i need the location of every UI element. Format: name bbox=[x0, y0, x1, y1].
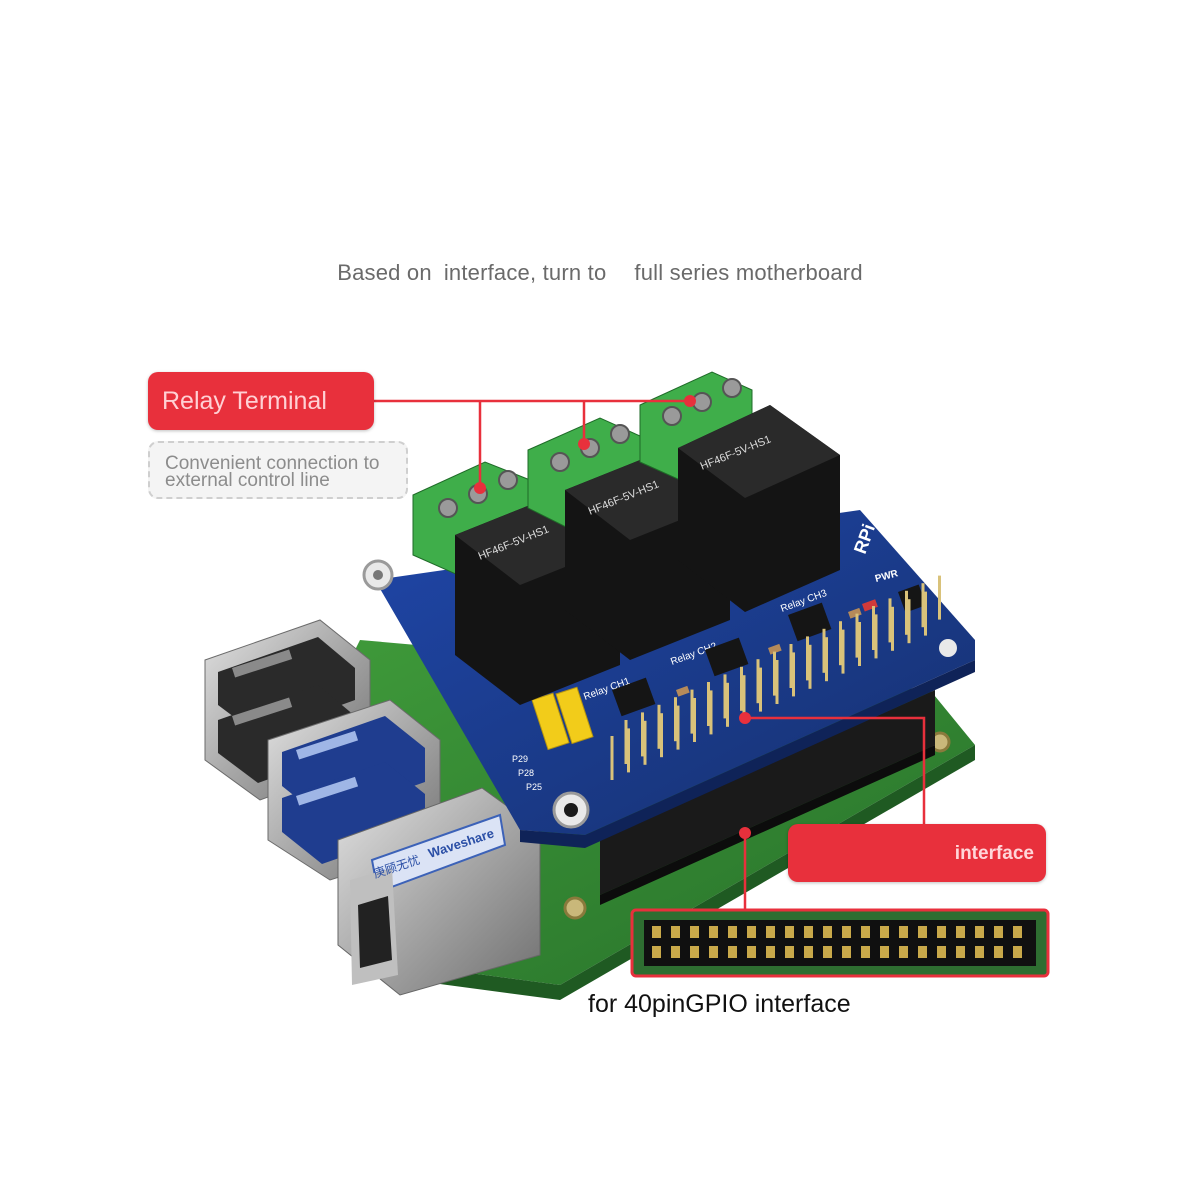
p25-label: P25 bbox=[526, 782, 542, 792]
stacking-header bbox=[600, 690, 935, 905]
interface-leaders bbox=[743, 716, 926, 910]
header-pin bbox=[899, 926, 908, 938]
header-pin bbox=[747, 926, 756, 938]
header-pin bbox=[690, 926, 699, 938]
gpio-caption: for 40pinGPIO interface bbox=[588, 990, 851, 1018]
headline-part-2: interface, turn to bbox=[443, 260, 607, 285]
p29-label: P29 bbox=[512, 754, 528, 764]
header-pin bbox=[861, 926, 870, 938]
relay-terminal-dots bbox=[474, 395, 696, 494]
header-pin bbox=[709, 926, 718, 938]
header-pin bbox=[918, 946, 927, 958]
header-pin bbox=[804, 946, 813, 958]
relay-terminal-callout: Relay Terminal bbox=[148, 372, 374, 430]
header-pin bbox=[766, 926, 775, 938]
header-pin bbox=[861, 946, 870, 958]
ethernet-port: 庚顾无忧 Waveshare bbox=[337, 787, 541, 996]
p28-label: P28 bbox=[518, 768, 534, 778]
header-pin bbox=[842, 946, 851, 958]
relay-3: HF46F-5V-HS1 bbox=[639, 371, 840, 612]
header-pin bbox=[785, 926, 794, 938]
header-pin bbox=[937, 946, 946, 958]
header-pin bbox=[937, 926, 946, 938]
header-pin bbox=[785, 946, 794, 958]
header-pin bbox=[956, 946, 965, 958]
gpio-header-closeup bbox=[630, 908, 1050, 978]
header-pin bbox=[652, 926, 661, 938]
header-pin bbox=[1013, 926, 1022, 938]
headline: Based on interface, turn to full series mo… bbox=[0, 260, 1200, 286]
header-pin bbox=[671, 926, 680, 938]
header-pin bbox=[747, 946, 756, 958]
header-pin bbox=[994, 926, 1003, 938]
header-pin bbox=[652, 946, 661, 958]
header-pin bbox=[671, 946, 680, 958]
header-pin bbox=[709, 946, 718, 958]
header-pin bbox=[956, 926, 965, 938]
relay-terminal-description: Convenient connection to external contro… bbox=[148, 441, 408, 499]
header-pin bbox=[899, 946, 908, 958]
header-pin bbox=[728, 926, 737, 938]
interface-callout: interface bbox=[788, 824, 1046, 882]
header-pin bbox=[918, 926, 927, 938]
header-pin bbox=[1013, 946, 1022, 958]
header-pin bbox=[880, 946, 889, 958]
header-pin bbox=[994, 946, 1003, 958]
header-pin bbox=[823, 926, 832, 938]
relay-terminal-description-line-2: external control line bbox=[165, 470, 330, 491]
header-pin bbox=[975, 926, 984, 938]
header-pin bbox=[975, 946, 984, 958]
header-pin bbox=[690, 946, 699, 958]
interface-dots bbox=[739, 712, 751, 839]
header-pin bbox=[804, 926, 813, 938]
relay-terminal-leaders bbox=[374, 399, 690, 488]
header-pin bbox=[823, 946, 832, 958]
header-pin bbox=[842, 926, 851, 938]
relay-terminal-description-line-1: Convenient connection to bbox=[165, 453, 380, 474]
header-pin bbox=[728, 946, 737, 958]
header-pin bbox=[766, 946, 775, 958]
headline-part-1: Based on bbox=[337, 260, 432, 285]
headline-part-3: full series motherboard bbox=[634, 260, 863, 285]
gpio-pin-array bbox=[610, 575, 941, 780]
header-pin bbox=[880, 926, 889, 938]
jumper-block bbox=[531, 686, 594, 751]
